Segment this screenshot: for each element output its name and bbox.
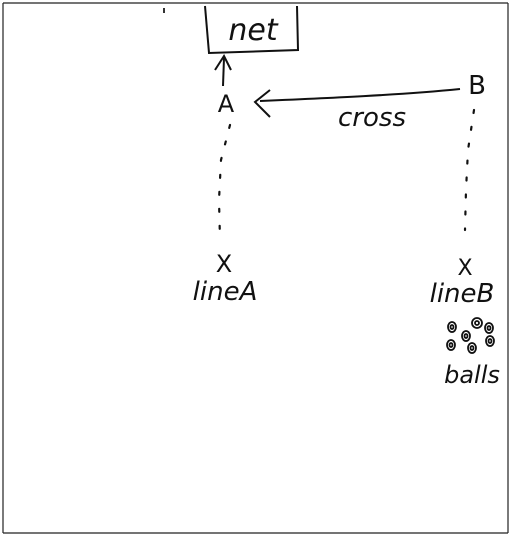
a-to-net-arrow (214, 53, 232, 87)
net-label: net (228, 13, 278, 48)
marker-a: X (216, 250, 232, 278)
line-b-label: lineB (430, 279, 495, 309)
point-b-label: B (468, 71, 486, 101)
marker-b: X (457, 256, 472, 281)
cross-arrow (253, 88, 461, 118)
point-a-label: A (218, 90, 235, 118)
balls-drawing (446, 317, 495, 354)
cross-label: cross (338, 103, 406, 133)
dotted-line-b (463, 108, 476, 232)
net-box: net (204, 5, 300, 55)
line-a-label: lineA (193, 277, 258, 307)
dotted-line-a (217, 123, 232, 242)
balls-label: balls (444, 361, 500, 389)
